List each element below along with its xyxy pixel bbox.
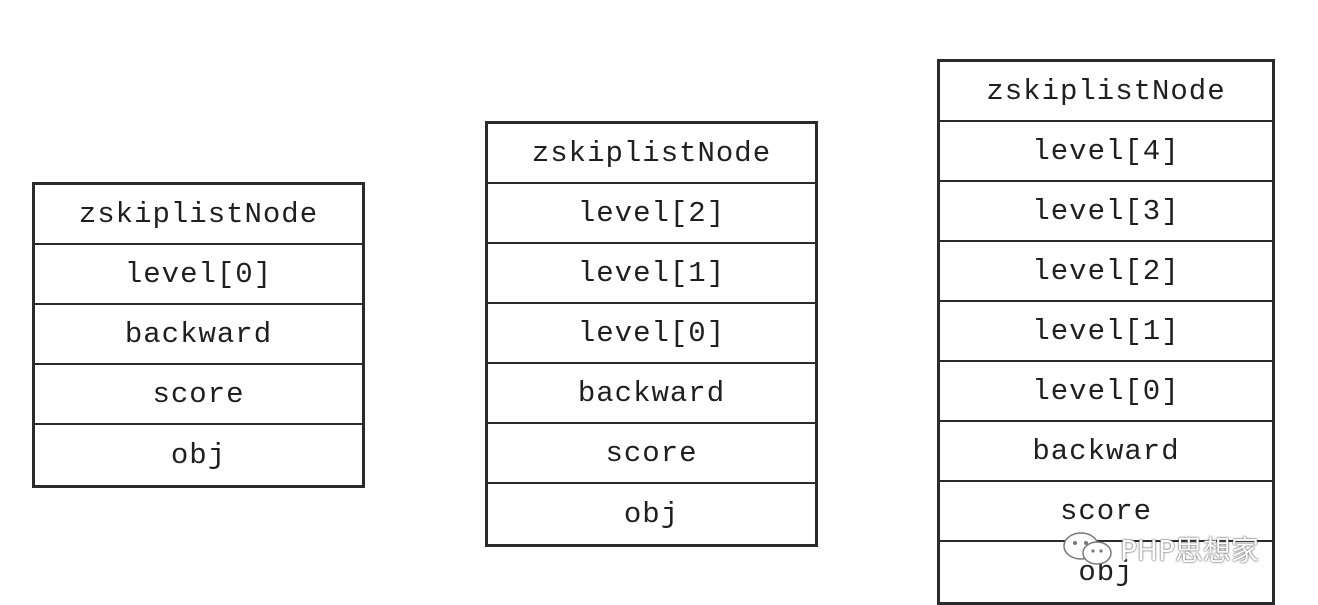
node-title: zskiplistNode xyxy=(940,62,1272,122)
field-level-3: level[3] xyxy=(940,182,1272,242)
watermark: PHP思想家 xyxy=(1062,529,1259,569)
field-level-0: level[0] xyxy=(488,304,815,364)
field-level-4: level[4] xyxy=(940,122,1272,182)
field-obj: obj xyxy=(170,438,227,472)
field-score: score xyxy=(488,424,815,484)
field-score: score xyxy=(940,482,1272,542)
field-level-0: level[0] xyxy=(35,245,362,305)
wechat-icon xyxy=(1063,532,1112,565)
field-level-0: level[0] xyxy=(940,362,1272,422)
watermark-text: PHP思想家 xyxy=(1120,534,1259,567)
field-obj: obj xyxy=(623,497,680,531)
node-title: zskiplistNode xyxy=(488,124,815,184)
field-level-1: level[1] xyxy=(940,302,1272,362)
field-backward: backward xyxy=(488,364,815,424)
field-level-1: level[1] xyxy=(488,244,815,304)
field-level-2: level[2] xyxy=(488,184,815,244)
field-backward: backward xyxy=(940,422,1272,482)
field-level-2: level[2] xyxy=(940,242,1272,302)
field-score: score xyxy=(35,365,362,425)
field-backward: backward xyxy=(35,305,362,365)
node-title: zskiplistNode xyxy=(35,185,362,245)
